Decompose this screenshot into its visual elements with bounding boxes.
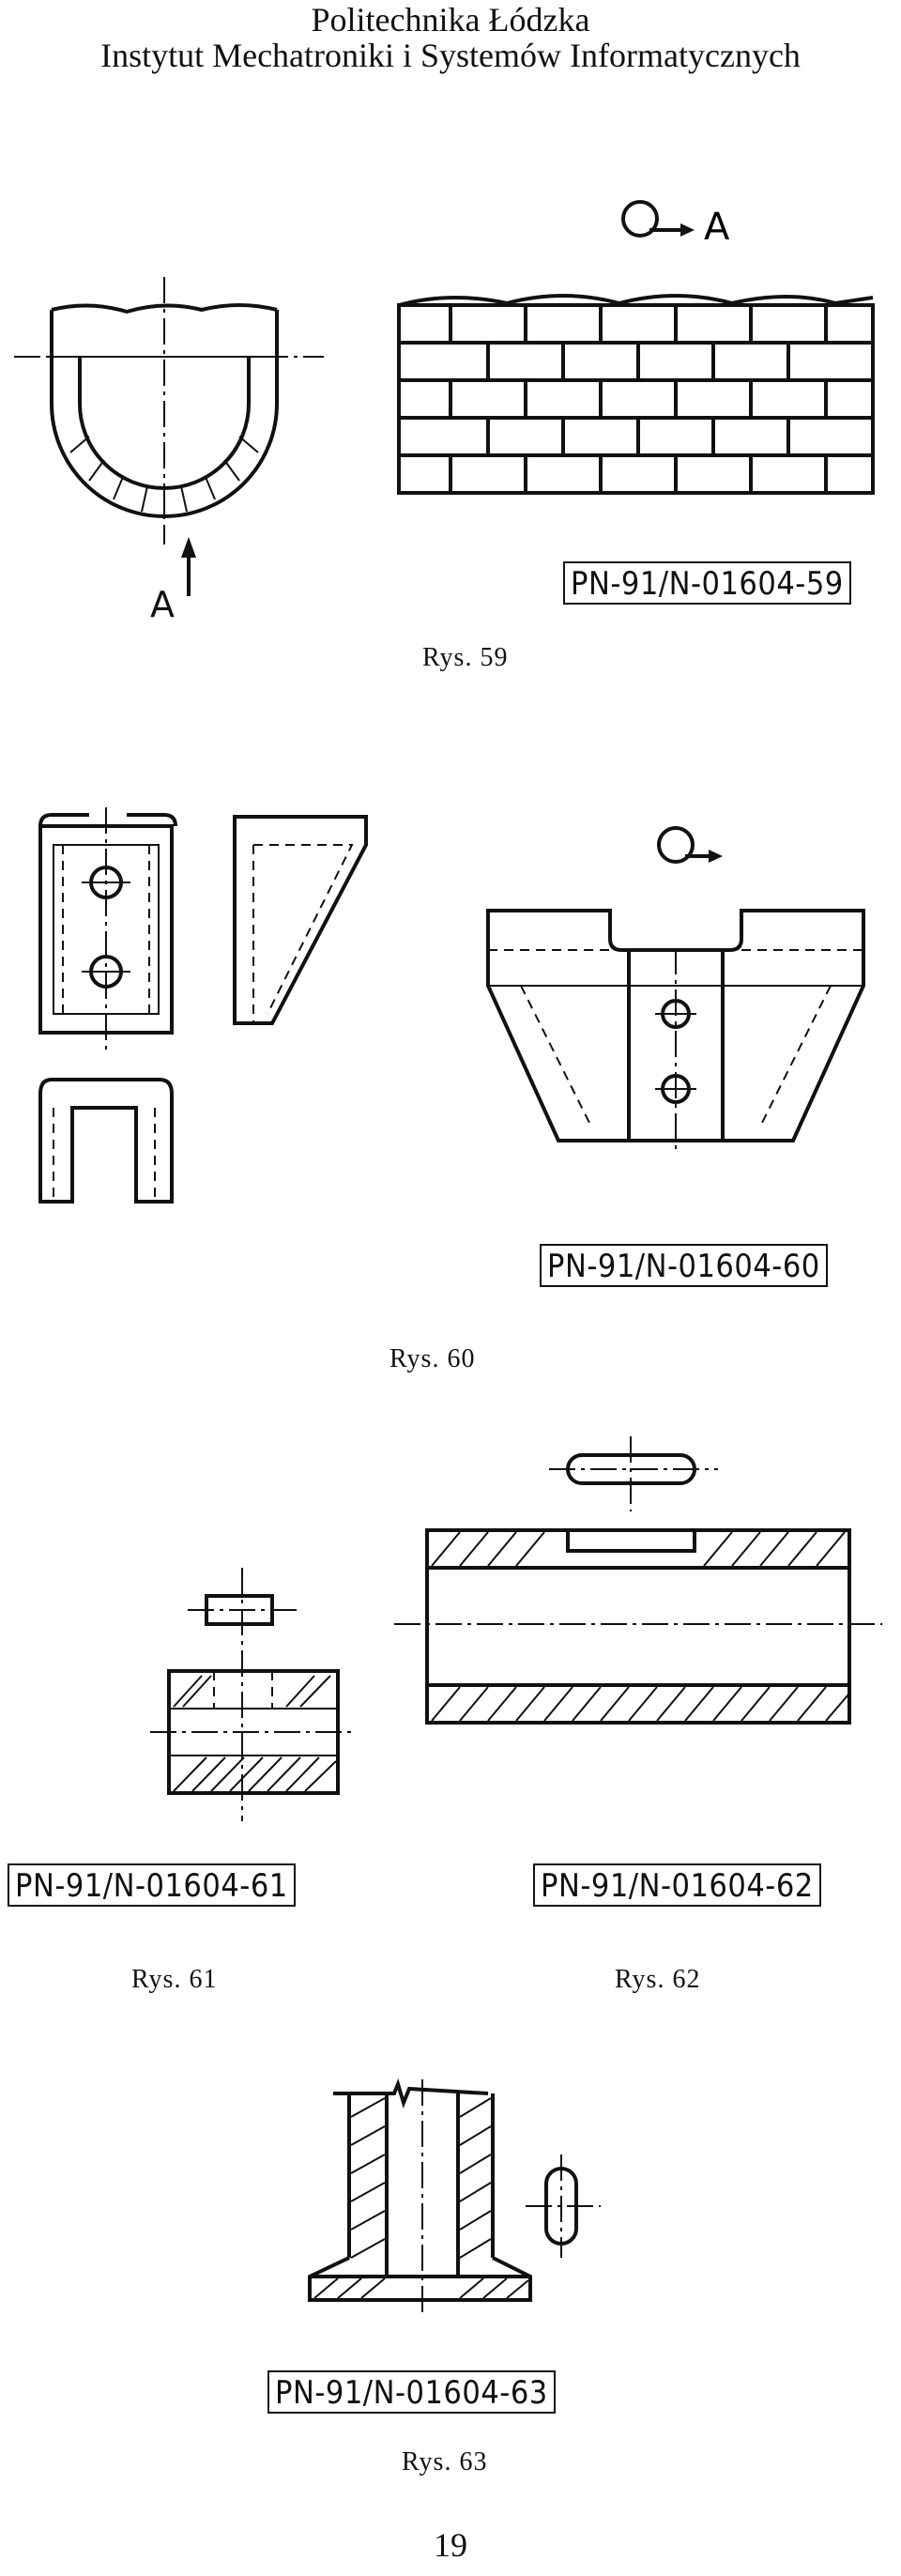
standard-label-62: PN-91/N-01604-62	[533, 1863, 821, 1907]
standard-label-59: PN-91/N-01604-59	[563, 561, 851, 605]
institute-name: Instytut Mechatroniki i Systemów Informa…	[100, 37, 801, 74]
institution-name: Politechnika Łódzka	[311, 1, 590, 38]
svg-text:A: A	[704, 206, 730, 249]
rys60-bracket-drawing	[38, 807, 368, 1204]
page-number: 19	[434, 2526, 467, 2564]
rys61-sleeve-drawing	[150, 1568, 357, 1821]
figure-caption-60: Rys. 60	[389, 1344, 476, 1373]
rys60-trapezoid-drawing	[486, 826, 865, 1155]
figure-caption-63: Rys. 63	[402, 2447, 488, 2476]
standard-label-60: PN-91/N-01604-60	[540, 1244, 828, 1287]
rys63-pipe-flange-drawing	[308, 2078, 601, 2314]
figure-caption-61: Rys. 61	[131, 1965, 218, 1994]
standard-label-63: PN-91/N-01604-63	[267, 2370, 556, 2414]
view-label-a: A	[150, 584, 175, 625]
figure-caption-59: Rys. 59	[422, 643, 509, 672]
figure-caption-62: Rys. 62	[615, 1965, 701, 1994]
standard-label-61: PN-91/N-01604-61	[8, 1863, 296, 1907]
rys59-brick-wall-drawing: A	[397, 200, 875, 495]
rys59-semicircle-drawing	[14, 277, 324, 596]
rys62-shaft-drawing	[394, 1436, 882, 1725]
